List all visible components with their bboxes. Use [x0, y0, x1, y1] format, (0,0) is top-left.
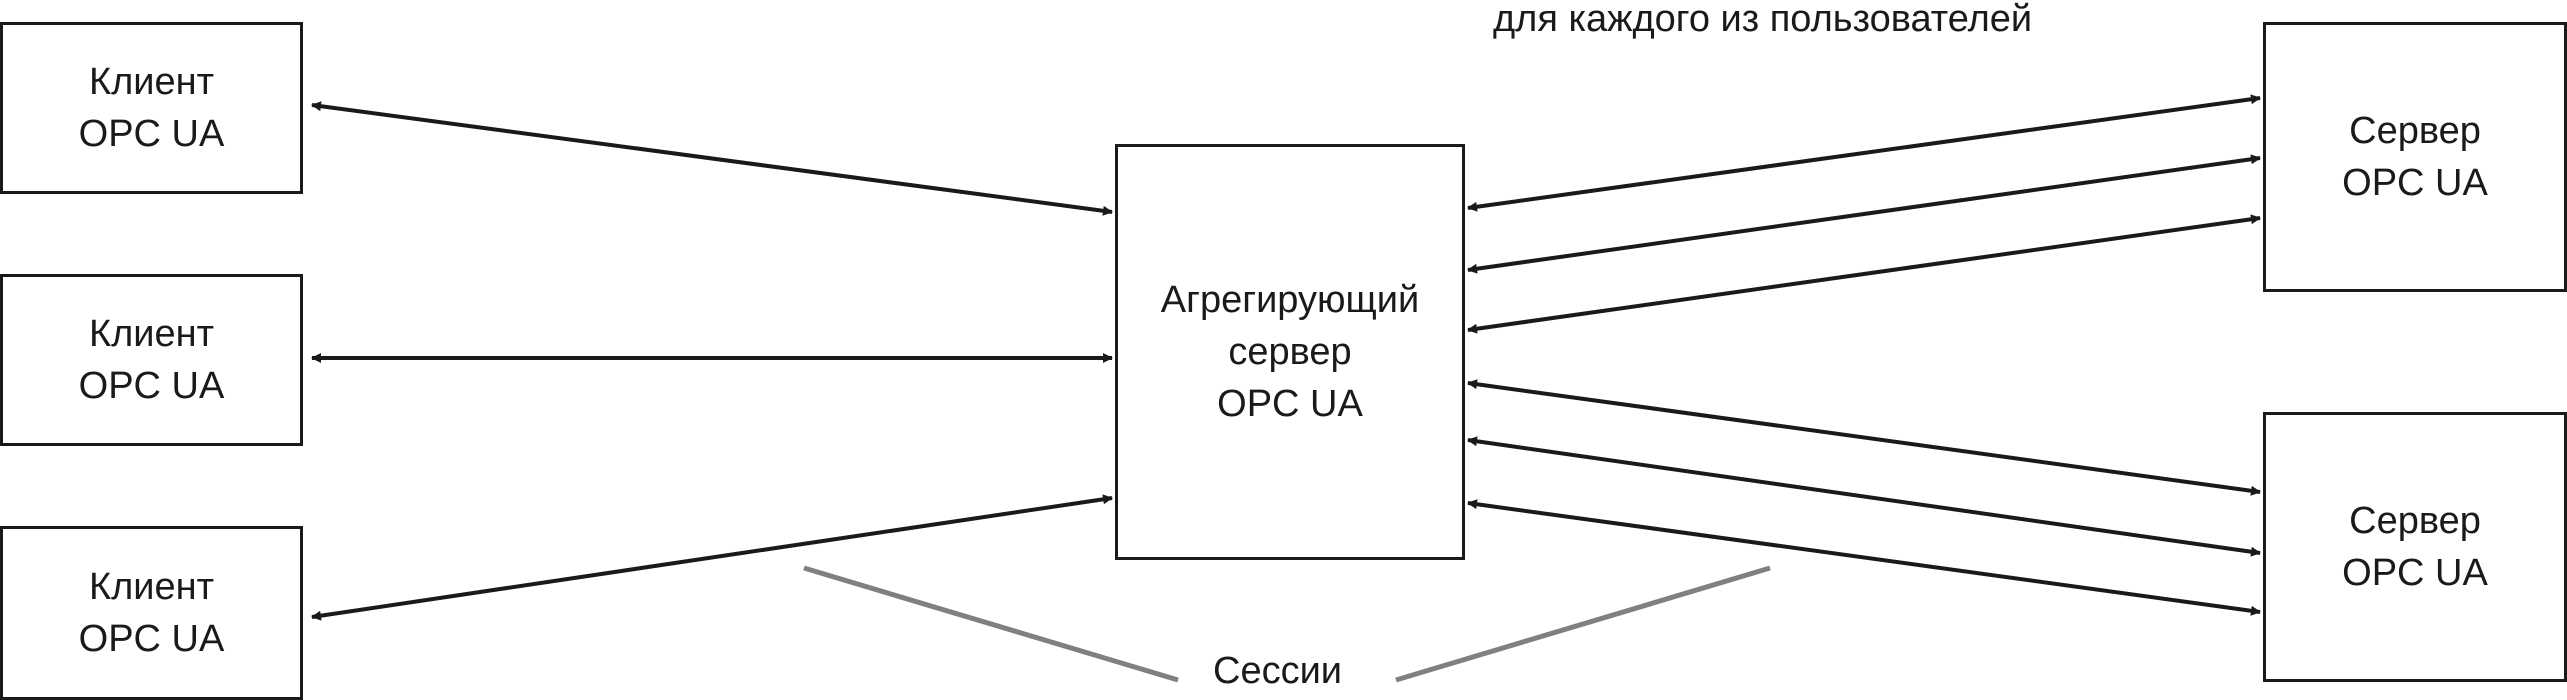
link-aggregator-server-2-c	[1467, 499, 2261, 616]
link-aggregator-server-1-a	[1467, 94, 2261, 212]
top-note: для каждого из пользователей	[1493, 0, 2033, 40]
client-box-3-line2: OPC UA	[78, 618, 225, 660]
client-box-2-line2: OPC UA	[78, 365, 225, 407]
server-box-1: Сервер OPC UA	[2263, 22, 2567, 292]
link-aggregator-server-1-c	[1467, 214, 2261, 334]
client-box-1: Клиент OPC UA	[0, 22, 303, 194]
aggregator-line2: сервер	[1228, 331, 1352, 373]
server-box-1-line1: Сервер	[2349, 110, 2481, 152]
sessions-label: Сессии	[1213, 650, 1343, 692]
client-box-1-line2: OPC UA	[78, 113, 225, 155]
link-client-3-aggregator	[311, 494, 1113, 621]
client-box-2: Клиент OPC UA	[0, 274, 303, 446]
link-client-1-aggregator	[311, 101, 1113, 216]
server-box-2: Сервер OPC UA	[2263, 412, 2567, 682]
server-box-1-line2: OPC UA	[2342, 162, 2488, 204]
link-aggregator-server-2-a	[1467, 379, 2261, 496]
sessions-pointer-left	[803, 565, 1179, 683]
client-box-2-line1: Клиент	[88, 313, 215, 355]
aggregator-line3: OPC UA	[1217, 383, 1363, 425]
server-box-2-line2: OPC UA	[2342, 552, 2488, 594]
link-aggregator-server-2-b	[1467, 436, 2261, 557]
aggregator-box: Агрегирующий сервер OPC UA	[1115, 144, 1465, 560]
client-box-3: Клиент OPC UA	[0, 526, 303, 700]
client-box-1-line1: Клиент	[88, 61, 215, 103]
client-box-3-line1: Клиент	[88, 566, 215, 608]
aggregator-line1: Агрегирующий	[1160, 279, 1420, 321]
sessions-pointer-right	[1395, 565, 1771, 683]
server-box-2-line1: Сервер	[2349, 500, 2481, 542]
link-aggregator-server-1-b	[1467, 154, 2261, 274]
